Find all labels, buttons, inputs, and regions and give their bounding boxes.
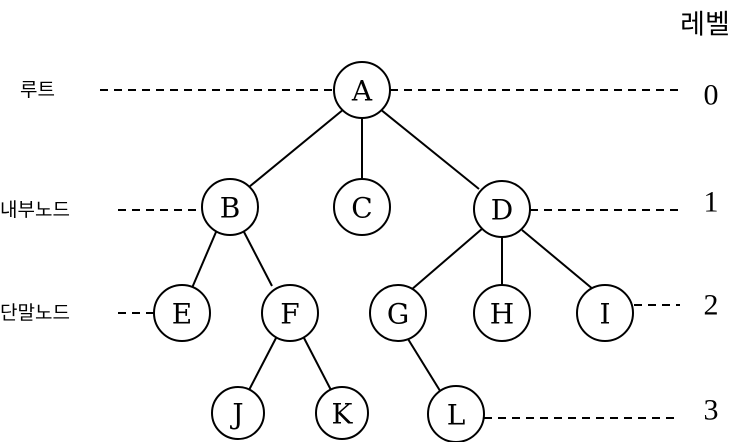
node-g: G [369,284,427,342]
node-a: A [333,61,391,119]
node-i: I [576,284,634,342]
edge-d-i [521,229,595,291]
node-f: F [261,284,319,342]
leaf-node-label: 단말노드 [0,302,70,324]
node-c-label: C [351,192,372,225]
level-guides [100,89,680,419]
node-c: C [333,178,391,236]
level-number-3: 3 [704,394,719,427]
node-l-label: L [447,399,466,432]
edge-g-l [407,338,443,395]
node-d-label: D [491,194,513,227]
edge-d-g [410,227,484,291]
level-number-1: 1 [704,186,719,219]
level-header: 레벨 [680,10,730,41]
node-a-label: A [351,75,373,108]
level-number-0: 0 [704,79,719,112]
edge-b-f [243,231,273,287]
node-f-label: F [280,298,299,331]
node-k: K [315,386,369,440]
edge-f-k [303,337,333,393]
node-b: B [201,178,259,236]
node-j: J [211,386,265,440]
edge-b-e [191,231,217,289]
tree-edges [191,108,595,395]
node-i-label: I [599,298,610,331]
node-l: L [427,385,485,442]
edge-f-j [247,337,277,393]
node-k-label: K [332,398,354,431]
level-number-2: 2 [704,289,719,322]
root-label: 루트 [20,79,55,101]
node-d: D [473,180,531,238]
node-j-label: J [229,398,243,431]
node-b-label: B [220,192,241,225]
node-e-label: E [172,298,192,331]
internal-node-label: 내부노드 [0,199,70,221]
edge-a-d [379,108,480,190]
node-h-label: H [490,298,514,331]
edge-a-b [248,108,345,188]
node-h: H [473,284,531,342]
node-g-label: G [387,298,409,331]
node-e: E [153,284,211,342]
